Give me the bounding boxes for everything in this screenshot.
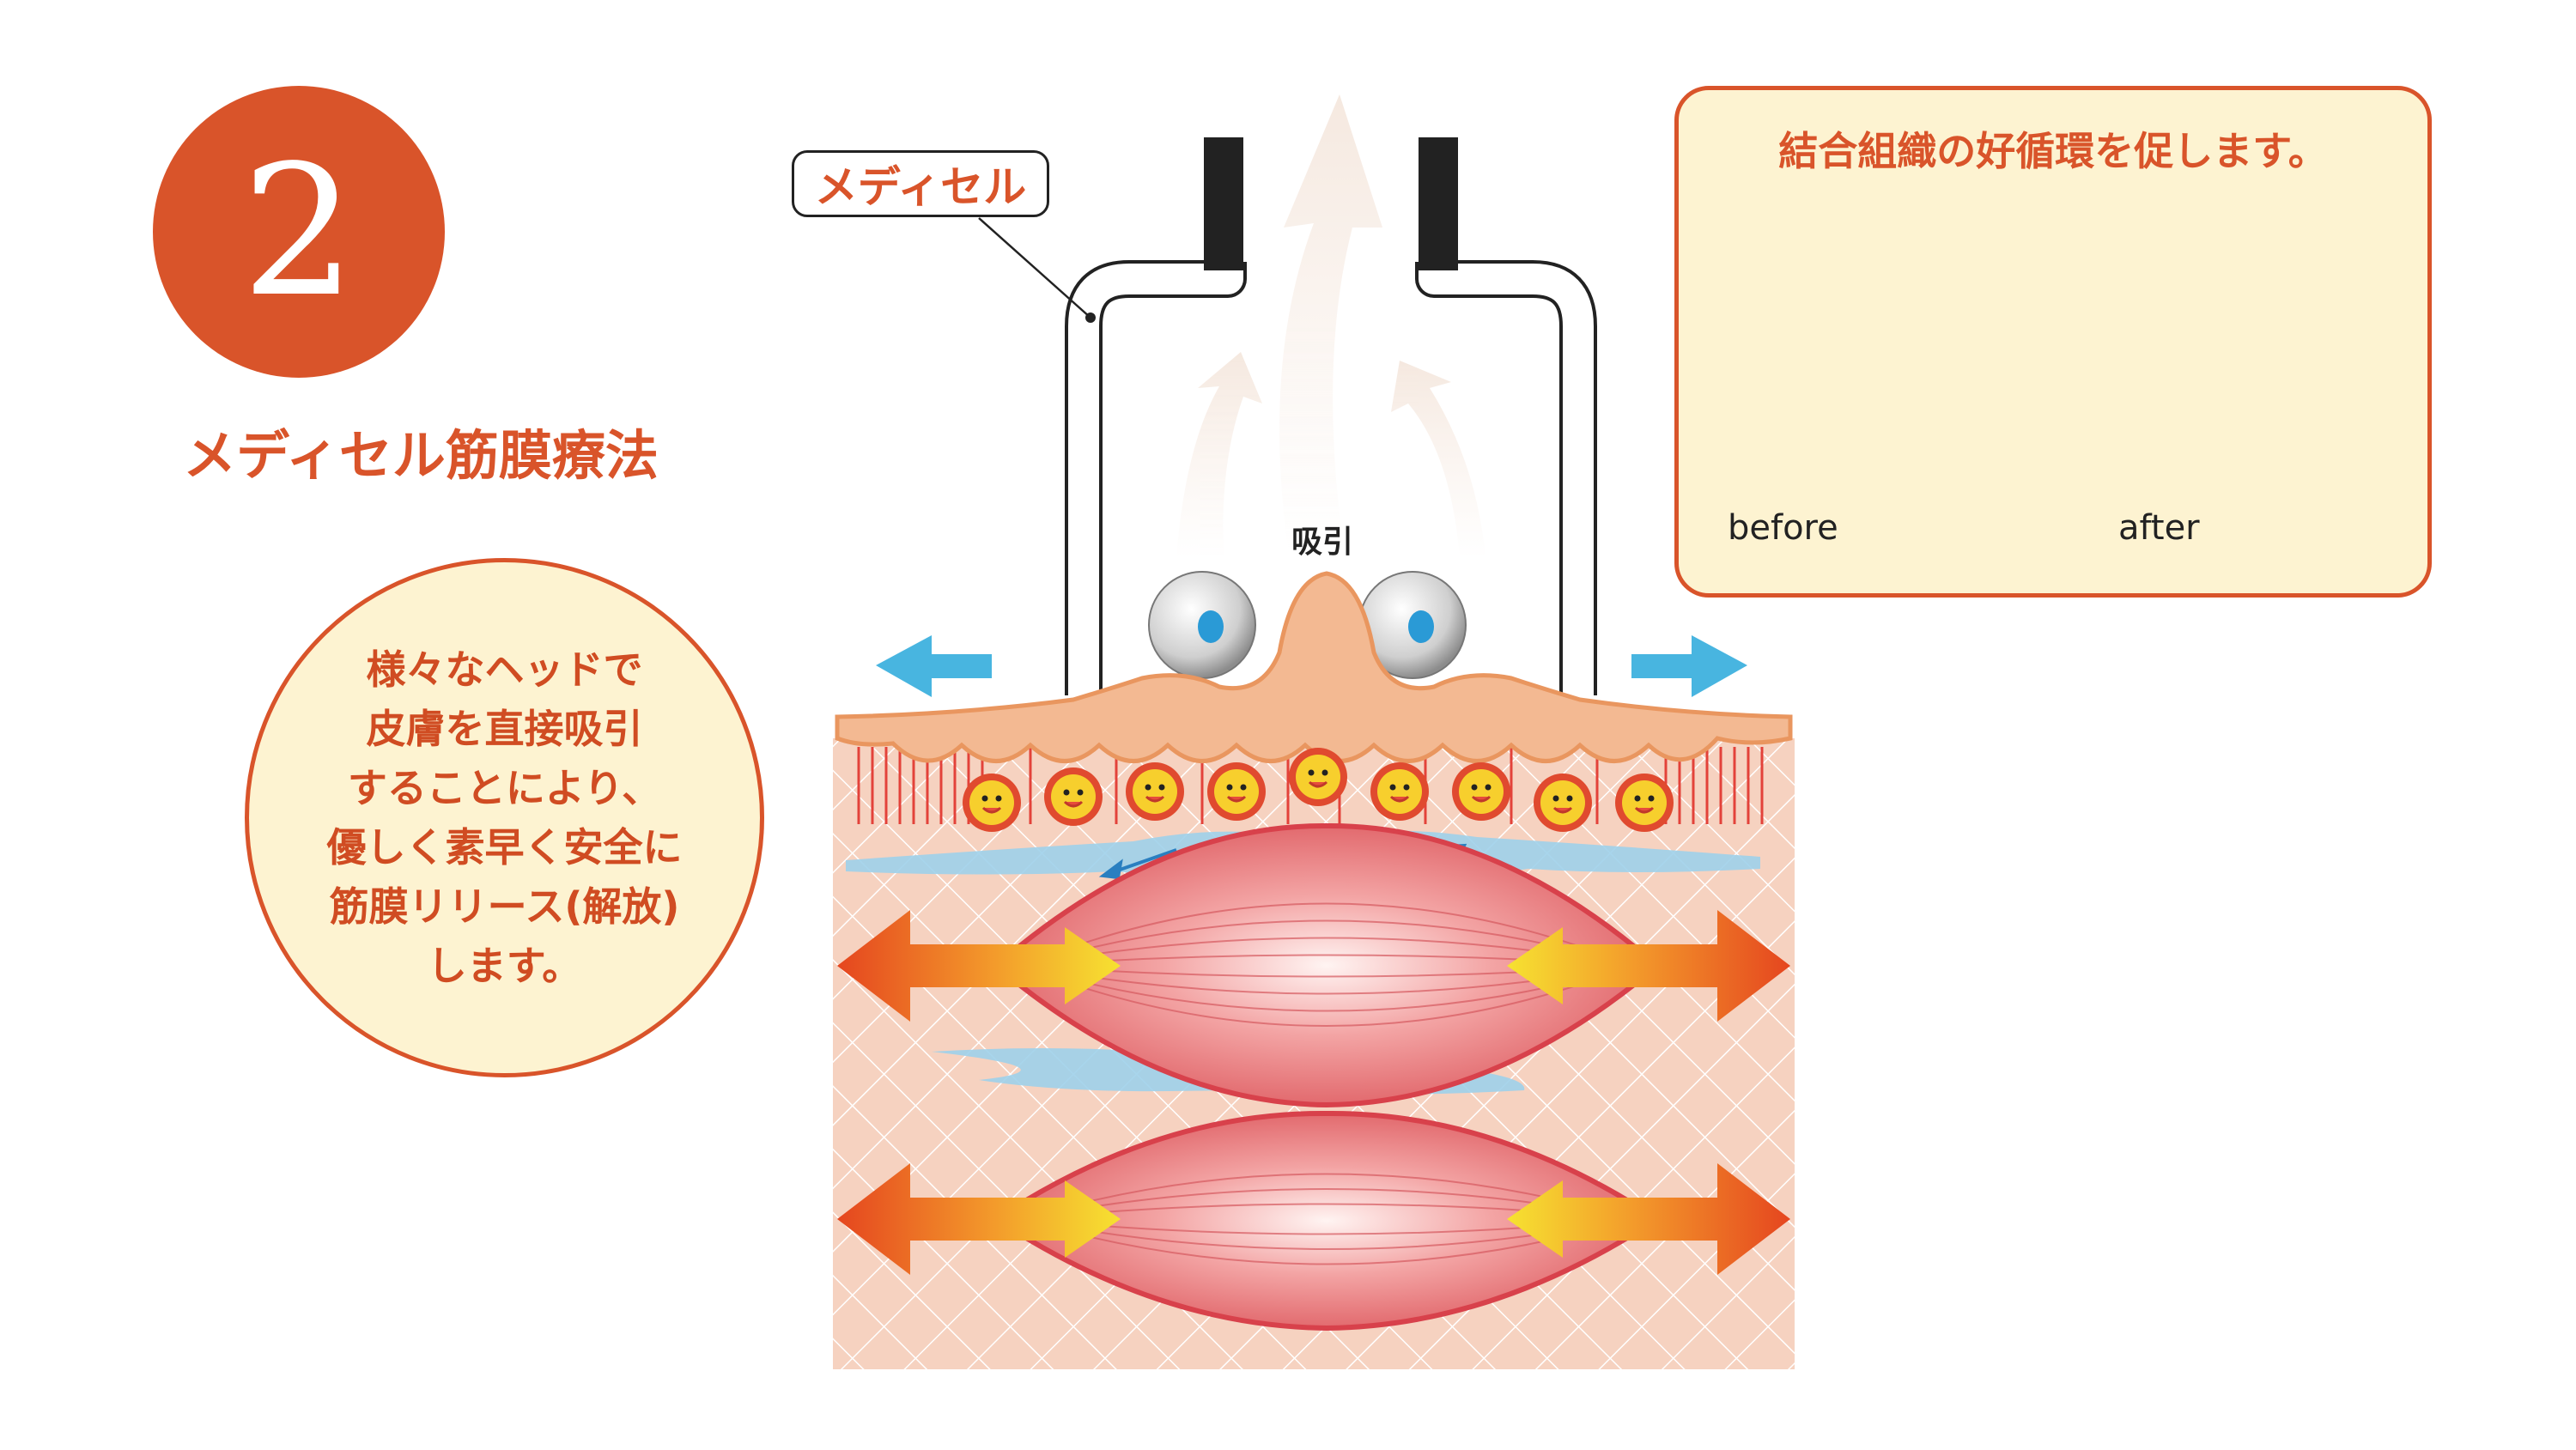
release-arrows-lower [837, 1163, 1790, 1275]
release-arrows-upper [837, 910, 1790, 1022]
suction-flow-arrows [1176, 94, 1485, 558]
after-label: after [2118, 508, 2200, 548]
info-panel [1674, 86, 2432, 598]
roller-right [1358, 571, 1467, 679]
description-line: 優しく素早く安全に [326, 823, 683, 871]
spread-arrow-right [1631, 635, 1747, 697]
description-line: します。 [427, 942, 582, 989]
happy-cells [963, 748, 1674, 832]
description-line: 様々なヘッドで [366, 646, 643, 693]
info-panel-title: 結合組織の好循環を促します。 [1778, 128, 2328, 174]
description-line: することにより、 [347, 764, 662, 811]
step-number-badge: 2 [153, 86, 445, 378]
before-label: before [1728, 508, 1838, 548]
description-line: 筋膜リリース(解放) [329, 883, 680, 930]
device-label-pointer-dot [1085, 312, 1096, 323]
page-title: メディセル筋膜療法 [183, 424, 659, 487]
device-label: メディセル [792, 150, 1049, 217]
description-line: 皮膚を直接吸引 [366, 705, 643, 752]
skin-surface [835, 571, 1793, 763]
suction-label: 吸引 [1291, 525, 1353, 560]
roller-left [1148, 571, 1256, 679]
device-label-pointer [978, 217, 1091, 319]
medicell-cup [1065, 137, 1597, 695]
description-bubble: 様々なヘッドで 皮膚を直接吸引 することにより、 優しく素早く安全に 筋膜リリー… [245, 558, 764, 1077]
spread-arrow-left [876, 635, 992, 697]
